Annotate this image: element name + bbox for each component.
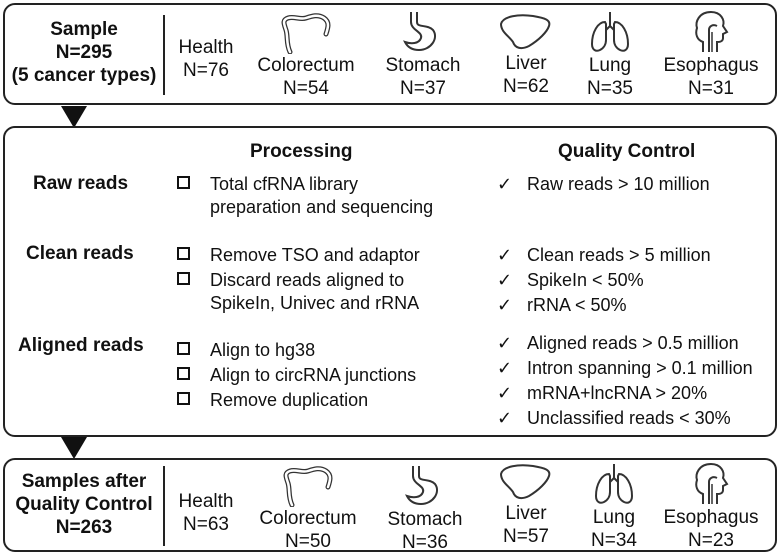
group-count: N=76 [183,60,229,81]
group-health: Health N=63 [174,490,238,536]
esophagus-icon [695,462,729,504]
group-count: N=23 [688,530,734,551]
processing-panel [3,126,777,437]
group-count: N=34 [591,530,637,551]
sample-summary: Sample N=295 (5 cancer types) [8,18,160,87]
liver-icon [499,464,551,500]
group-count: N=35 [587,78,633,99]
flow-arrow [61,106,87,128]
group-name: Health [178,37,234,58]
group-count: N=36 [402,532,448,553]
stage-raw-reads: Raw reads [33,173,129,194]
group-name: Liver [505,53,547,74]
check-text: Aligned reads > 0.5 million [527,333,739,353]
checkbox-icon [177,392,190,405]
summary-line: N=295 [55,42,113,63]
step-text: Discard reads aligned to [210,270,405,290]
stage-aligned-reads: Aligned reads [18,335,144,356]
check-text: rRNA < 50% [527,295,627,315]
group-count: N=31 [688,78,734,99]
step-text: Align to circRNA junctions [210,365,417,385]
group-count: N=62 [503,76,549,97]
group-lung: Lung N=34 [584,462,644,552]
checkmark-icon: ✓ [497,408,513,428]
checkmark-icon: ✓ [497,270,513,290]
flow-arrow [61,437,87,459]
checkbox-icon [177,176,190,189]
check-text: Raw reads > 10 million [527,174,710,194]
liver-icon [499,14,551,50]
group-stomach: Stomach N=36 [380,464,470,554]
group-name: Colorectum [259,508,357,529]
check-text: Unclassified reads < 30% [527,408,731,428]
checkbox-icon [177,342,190,355]
qc-heading: Quality Control [558,141,696,162]
qc-sample-summary: Samples after Quality Control N=263 [8,470,160,539]
group-name: Stomach [387,509,463,530]
step-text: Align to hg38 [210,340,316,360]
step-text: Remove TSO and adaptor [210,245,420,265]
group-name: Lung [592,507,636,528]
summary-line: Samples after [21,471,147,492]
colon-icon [281,13,331,54]
colon-icon [283,466,333,507]
summary-line: (5 cancer types) [11,65,157,86]
summary-divider [163,466,165,546]
group-esophagus: Esophagus N=31 [655,8,767,100]
sample-panel [3,3,777,105]
group-name: Stomach [385,55,461,76]
step-text: Remove duplication [210,390,369,410]
checkmark-icon: ✓ [497,383,513,403]
group-count: N=63 [183,514,229,535]
lungs-icon [594,464,634,504]
group-colorectum: Colorectum N=50 [252,463,364,553]
group-name: Health [178,491,234,512]
group-health: Health N=76 [174,36,238,82]
checkmark-icon: ✓ [497,174,513,194]
group-stomach: Stomach N=37 [378,10,468,100]
lungs-icon [590,12,630,52]
group-lung: Lung N=35 [580,10,640,100]
group-name: Liver [505,503,547,524]
checkmark-icon: ✓ [497,358,513,378]
group-esophagus: Esophagus N=23 [655,460,767,552]
checkmark-icon: ✓ [497,245,513,265]
checkmark-icon: ✓ [497,333,513,353]
check-text: mRNA+lncRNA > 20% [527,383,708,403]
check-text: Clean reads > 5 million [527,245,711,265]
group-name: Esophagus [663,507,759,528]
checkbox-icon [177,272,190,285]
step-text: SpikeIn, Univec and rRNA [210,293,420,313]
summary-divider [163,15,165,95]
group-name: Esophagus [663,55,759,76]
group-liver: Liver N=62 [491,12,561,98]
stomach-icon [405,466,439,506]
checkbox-icon [177,247,190,260]
group-count: N=50 [285,531,331,552]
summary-line: N=263 [55,517,113,538]
stomach-icon [403,12,437,52]
checkmark-icon: ✓ [497,295,513,315]
group-name: Lung [588,55,632,76]
summary-line: Sample [50,19,118,40]
group-colorectum: Colorectum N=54 [250,10,362,100]
summary-line: Quality Control [15,494,153,515]
step-text: Total cfRNA library [210,174,359,194]
step-text: preparation and sequencing [210,197,434,217]
check-text: Intron spanning > 0.1 million [527,358,753,378]
check-text: SpikeIn < 50% [527,270,644,290]
checkbox-icon [177,367,190,380]
qc-sample-panel [3,458,777,552]
group-count: N=57 [503,526,549,547]
esophagus-icon [695,10,729,52]
group-liver: Liver N=57 [491,462,561,548]
group-count: N=54 [283,78,329,99]
group-count: N=37 [400,78,446,99]
group-name: Colorectum [257,55,355,76]
processing-heading: Processing [250,141,353,162]
stage-clean-reads: Clean reads [26,243,134,264]
